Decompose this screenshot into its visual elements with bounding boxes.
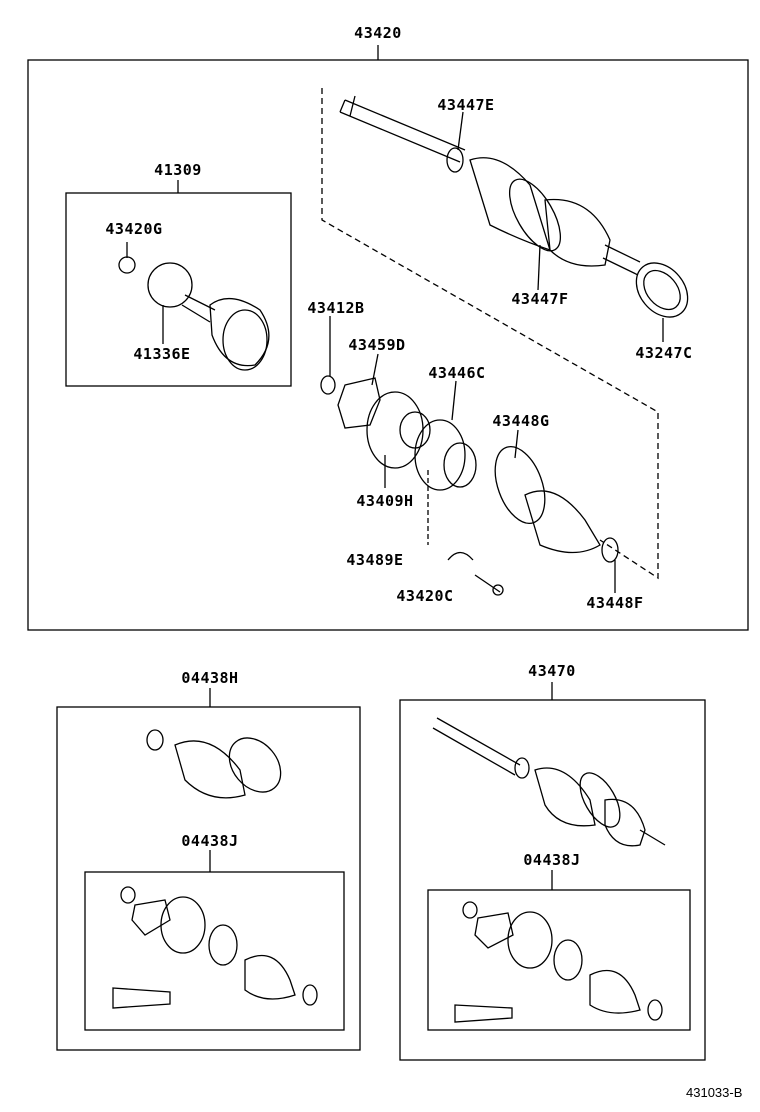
boot-kit-inboard-parts-right	[454, 901, 663, 1023]
inboard-joint-box	[65, 192, 292, 387]
label-43420G: 43420G	[105, 220, 163, 238]
label-43409H: 43409H	[356, 492, 414, 510]
label-43470: 43470	[528, 662, 576, 680]
shaft-alt-box	[399, 699, 706, 1061]
leader-43447E	[457, 111, 464, 151]
label-43447E: 43447E	[437, 96, 495, 114]
figure-code: 431033-B	[686, 1085, 743, 1100]
drive-shaft-top	[339, 95, 689, 318]
label-41336E: 41336E	[133, 345, 191, 363]
main-assembly-box	[27, 59, 749, 631]
label-43448F: 43448F	[586, 594, 644, 612]
leader-43446C	[451, 380, 457, 421]
leader-43447F	[537, 244, 541, 291]
leader-43459D	[371, 353, 379, 386]
leader-43448G	[514, 429, 519, 459]
label-43247C: 43247C	[635, 344, 693, 362]
boot-kit-box-left	[56, 706, 361, 1051]
label-04438J-left: 04438J	[181, 832, 239, 850]
label-main-assembly: 43420	[354, 24, 402, 42]
label-43420C: 43420C	[396, 587, 454, 605]
boot-kit-inboard-parts-left	[112, 886, 318, 1009]
label-04438J-right: 04438J	[523, 851, 581, 869]
boot-kit-inner-box-right	[427, 889, 691, 1031]
label-41309: 41309	[154, 161, 202, 179]
inboard-joint-exploded	[320, 375, 619, 596]
label-43489E: 43489E	[346, 551, 404, 569]
label-04438H: 04438H	[181, 669, 239, 687]
boot-kit-outboard-parts	[146, 729, 282, 799]
label-43447F: 43447F	[511, 290, 569, 308]
boot-kit-inner-box-left	[84, 871, 345, 1031]
label-43459D: 43459D	[348, 336, 406, 354]
label-43446C: 43446C	[428, 364, 486, 382]
drive-shaft-alt	[432, 717, 666, 847]
label-43412B: 43412B	[307, 299, 365, 317]
label-43448G: 43448G	[492, 412, 550, 430]
